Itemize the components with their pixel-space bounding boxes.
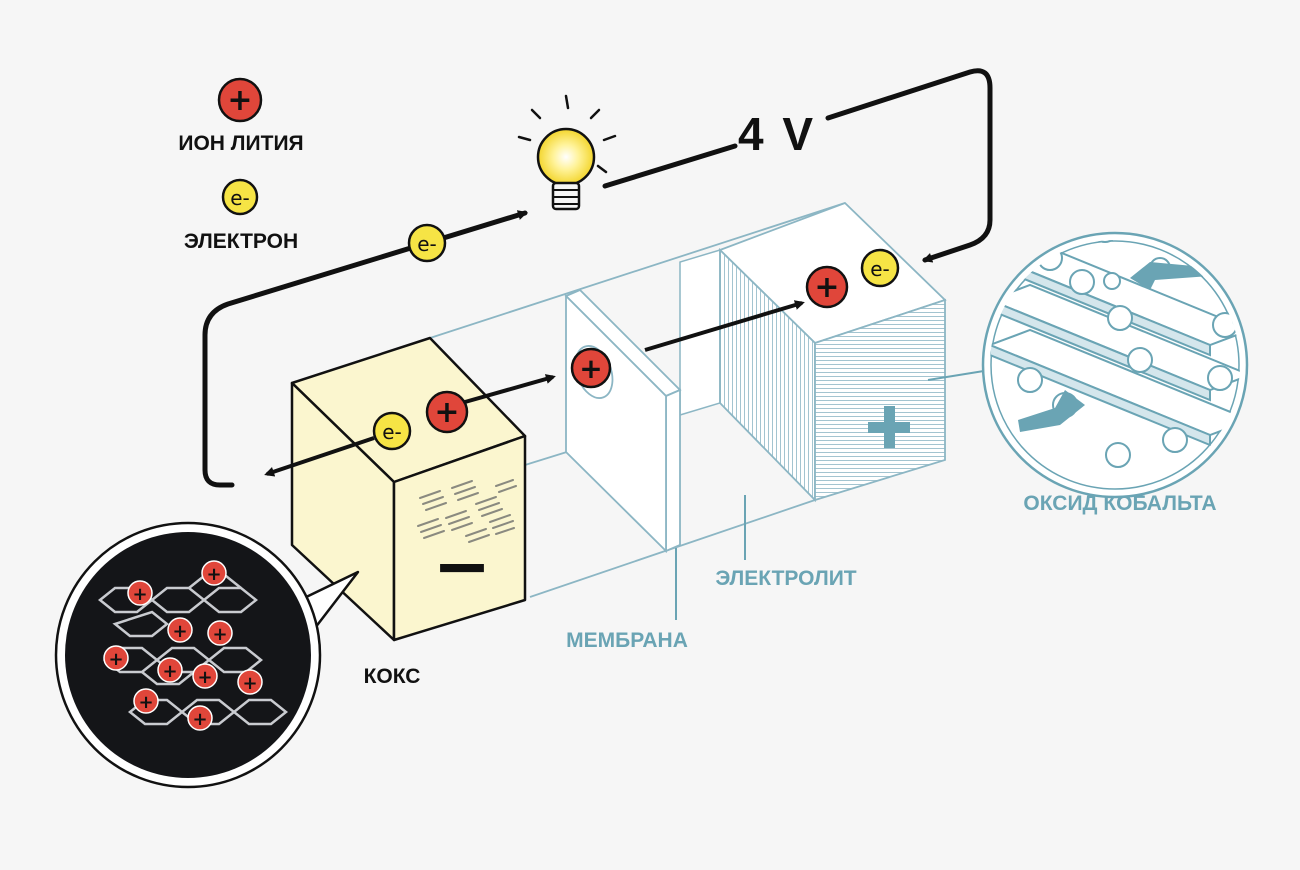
circuit-wire (202, 68, 993, 488)
svg-text:+: + (212, 624, 227, 645)
membrane-ion: + (570, 347, 612, 389)
lithium-ions-in-graphite: + + + + + + + + + + (103, 560, 263, 731)
leader-lines (675, 369, 991, 620)
wire-electron: e- (407, 223, 447, 263)
anode-block: − (290, 336, 527, 642)
legend-electron-icon: e- (221, 178, 259, 216)
legend-ion-label: ИОН ЛИТИЯ (178, 132, 303, 155)
anode-electron: e- (372, 411, 412, 451)
svg-text:+: + (172, 621, 187, 642)
cathode-electron: e- (860, 248, 900, 288)
svg-text:+: + (227, 83, 252, 118)
membrane-label: МЕМБРАНА (566, 629, 688, 652)
svg-text:+: + (162, 661, 177, 682)
svg-text:e-: e- (382, 420, 402, 444)
cathode-ion: + (805, 265, 849, 309)
svg-text:+: + (206, 564, 221, 585)
svg-text:+: + (242, 673, 257, 694)
svg-text:+: + (814, 270, 839, 305)
legend-electron-label: ЭЛЕКТРОН (184, 230, 298, 253)
anode-ion: + (425, 390, 469, 434)
electrolyte-label: ЭЛЕКТРОЛИТ (715, 567, 856, 590)
svg-text:+: + (132, 584, 147, 605)
cathode-block (718, 201, 947, 503)
svg-text:+: + (434, 395, 459, 430)
voltage-label: 4 V (738, 108, 816, 160)
cathode-magnifier (981, 231, 1249, 499)
svg-text:+: + (192, 709, 207, 730)
light-bulb-icon (517, 94, 617, 211)
legend: + ИОН ЛИТИЯ e- ЭЛЕКТРОН (178, 77, 304, 253)
svg-text:+: + (579, 352, 602, 385)
anode-texture (417, 479, 517, 543)
svg-text:+: + (138, 692, 153, 713)
membrane (564, 288, 682, 554)
anode-minus-sign: − (433, 525, 492, 607)
svg-text:e-: e- (417, 232, 437, 256)
svg-text:+: + (108, 649, 123, 670)
cathode-plus-sign (868, 406, 910, 448)
cathode-flow-arrows (1018, 262, 1215, 432)
ion-flow-arrows (264, 300, 805, 477)
svg-text:e-: e- (870, 257, 890, 281)
svg-text:e-: e- (230, 186, 250, 210)
anode-magnifier: + + + + + + + + + + (54, 521, 360, 789)
anode-label: КОКС (364, 665, 421, 688)
legend-ion-icon: + (217, 77, 263, 123)
cathode-label: ОКСИД КОБАЛЬТА (1023, 492, 1216, 515)
svg-text:+: + (197, 667, 212, 688)
